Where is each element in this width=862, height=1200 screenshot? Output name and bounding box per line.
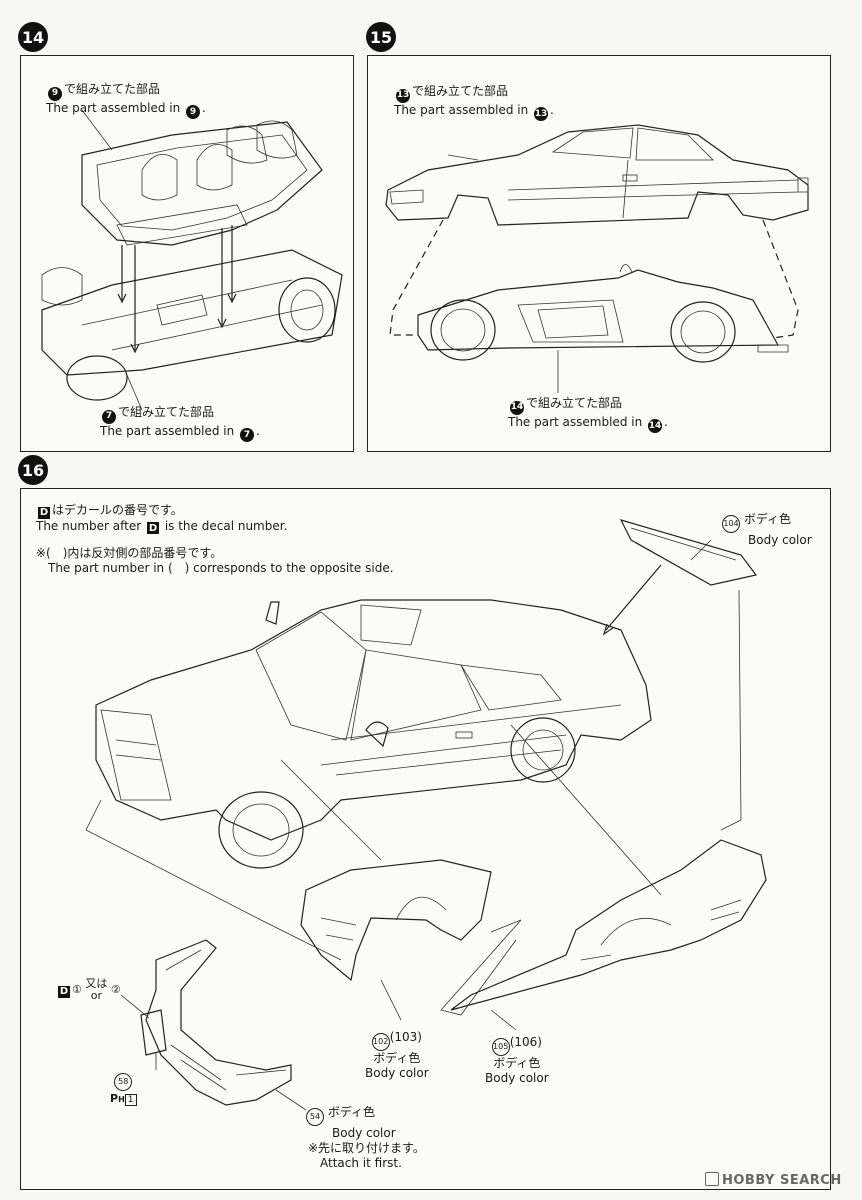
ref-badge: 9 [48,86,62,101]
color-en: Body color [332,1125,396,1140]
or-jp: 又は [85,977,108,990]
ref-badge: 14 [648,419,663,433]
ref-badge: 14 [510,400,524,415]
logo-icon [705,1172,719,1186]
or-en: or [90,989,102,1002]
label-en: The part assembled in [508,414,643,429]
step-16-number: 16 [18,455,48,485]
ref-badge: 9 [186,105,201,119]
parts-tree-letter: P [110,1091,119,1105]
label-en: The part assembled in [394,102,529,117]
step-15-number: 15 [366,22,396,52]
label-jp: で組み立てた部品 [118,405,215,419]
part-number: 105 [491,1037,510,1056]
ref-badge: 13 [396,88,410,103]
step-15-drawing [385,124,809,393]
color-en: Body color [748,532,812,547]
part-number: 54 [306,1107,324,1126]
ref-badge: 7 [102,409,116,424]
decal-mark: D [58,986,70,998]
step-14-number: 14 [18,22,48,52]
color-jp: ボディ色 [373,1050,421,1065]
label-en: The part assembled in [100,423,235,438]
step-14-drawing [41,109,343,411]
color-en: Body color [365,1065,429,1080]
color-jp: ボディ色 [493,1055,541,1070]
ref-badge: 7 [240,428,255,442]
label-jp: で組み立てた部品 [412,84,509,98]
watermark: HOBBY SEARCH [705,1172,842,1188]
ref-badge: 13 [534,107,549,121]
parts-tree-sub: H [118,1094,125,1104]
note-jp: ※先に取り付けます。 [308,1140,425,1155]
decal-b: ② [110,983,121,996]
color-jp: ボディ色 [743,512,791,526]
part-number: 102 [371,1032,390,1051]
note-en-post: is the decal number. [164,518,288,533]
part-102-label: 102(103) ボディ色 Body color [365,1030,429,1081]
label-jp: で組み立てた部品 [526,396,623,410]
step-15-panel [367,55,831,452]
note-en-pre: The number after [36,518,142,533]
opposite-part: (103) [389,1030,422,1044]
part-number: 58 [114,1072,133,1091]
color-en: Body color [485,1070,549,1085]
note-jp: はデカールの番号です。 [52,503,183,517]
part-54-label: 54 ボディ色 Body color ※先に取り付けます。 Attach it … [306,1105,425,1171]
color-jp: ボディ色 [327,1105,375,1119]
label-en: The part assembled in [46,100,181,115]
part-105-label: 105(106) ボディ色 Body color [485,1035,549,1086]
label-jp: で組み立てた部品 [64,82,161,96]
part-104-label: 104 ボディ色 Body color [722,512,812,548]
parts-tree-number: 1 [124,1093,137,1106]
note-en: Attach it first. [320,1155,402,1170]
decal-a: ① [72,983,82,996]
opposite-side-note: ※( )内は反対側の部品番号です。 The part number in ( )… [36,546,394,576]
note-en: The part number in ( ) corresponds to th… [48,561,394,575]
step-16-drawing [85,519,767,1111]
decal-mark: D [147,522,159,534]
note-jp: ※( )内は反対側の部品番号です。 [36,546,223,560]
decal-mark: D [38,506,50,519]
step-16-panel [20,488,831,1190]
opposite-part: (106) [509,1035,542,1049]
